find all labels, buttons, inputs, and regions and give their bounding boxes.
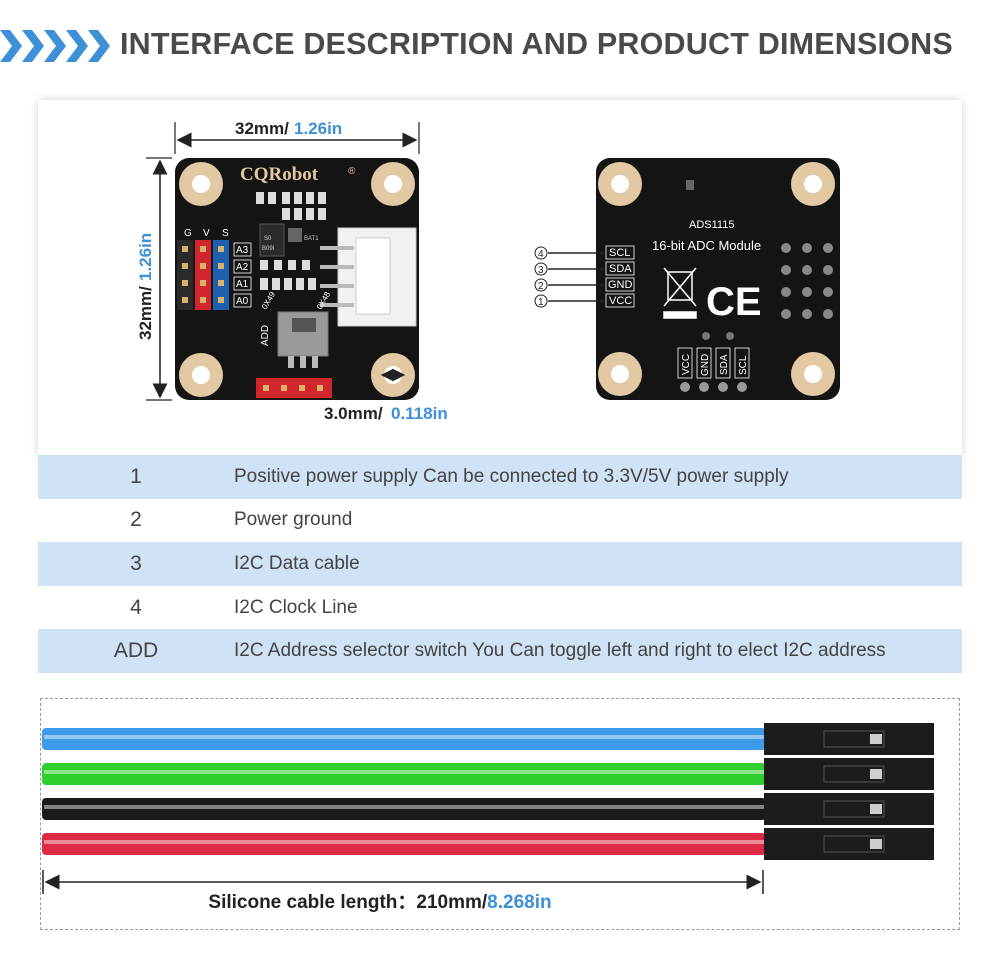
svg-text:V: V xyxy=(203,228,210,239)
cable-illustration xyxy=(42,723,934,894)
svg-text:16-bit ADC Module: 16-bit ADC Module xyxy=(652,238,761,253)
row-label: 1 xyxy=(130,464,142,488)
board-panel: CQRobot ® G V S xyxy=(38,100,962,455)
address-switch-icon xyxy=(277,311,329,368)
weee-bin-icon xyxy=(663,267,697,319)
svg-text:BAT1: BAT1 xyxy=(304,236,319,242)
svg-text:32mm/: 32mm/ xyxy=(136,286,155,340)
svg-text:S0: S0 xyxy=(264,236,272,242)
front-board: CQRobot ® G V S xyxy=(175,158,419,400)
svg-text:0.118in: 0.118in xyxy=(391,404,448,423)
row-description: I2C Data cable xyxy=(234,552,360,574)
pin-header-icon xyxy=(177,240,229,310)
cable-length-label: Silicone cable length：210mm/8.268in xyxy=(208,892,552,913)
row-description: Power ground xyxy=(234,509,353,531)
table-row: 2 Power ground xyxy=(38,498,962,543)
back-board: ADS1115 16-bit ADC Module SCL SDA GND VC… xyxy=(534,158,840,400)
cable-panel xyxy=(40,698,960,930)
svg-text:GND: GND xyxy=(700,354,711,376)
cable-wire xyxy=(42,833,766,855)
pin-description-table: 1 Positive power supply Can be connected… xyxy=(38,455,962,673)
svg-text:SCL: SCL xyxy=(738,355,749,375)
cable-wire xyxy=(42,763,766,785)
row-description: I2C Clock Line xyxy=(234,596,358,618)
svg-text:SCL: SCL xyxy=(609,247,630,259)
svg-text:2: 2 xyxy=(538,281,544,292)
row-label: 3 xyxy=(130,551,142,575)
svg-text:S: S xyxy=(222,228,229,239)
svg-text:A3: A3 xyxy=(236,245,249,256)
svg-text:1.26in: 1.26in xyxy=(136,233,155,281)
row-description: I2C Address selector switch You Can togg… xyxy=(234,640,886,662)
svg-text:ADD: ADD xyxy=(260,325,271,346)
connector-icon xyxy=(320,227,417,327)
cable-wire xyxy=(42,728,766,750)
svg-text:A0: A0 xyxy=(236,296,249,307)
dupont-connector-icon xyxy=(764,793,934,825)
board-illustration: CQRobot ® G V S xyxy=(136,119,840,423)
mounting-hole-icon xyxy=(598,162,835,396)
page-title: INTERFACE DESCRIPTION AND PRODUCT DIMENS… xyxy=(120,27,953,61)
svg-text:ADS1115: ADS1115 xyxy=(689,219,734,231)
svg-text:3.0mm/: 3.0mm/ xyxy=(324,404,383,423)
row-description: Positive power supply Can be connected t… xyxy=(234,465,789,487)
chevrons-icon xyxy=(0,30,110,62)
dupont-connector-icon xyxy=(764,723,934,755)
row-label: ADD xyxy=(113,639,159,663)
ce-mark-icon: CE xyxy=(706,280,762,324)
svg-text:®: ® xyxy=(348,166,356,177)
svg-text:1.26in: 1.26in xyxy=(294,119,342,138)
svg-text:32mm/: 32mm/ xyxy=(235,119,289,138)
dupont-connector-icon xyxy=(764,758,934,790)
svg-text:VCC: VCC xyxy=(609,295,632,307)
table-row: ADD I2C Address selector switch You Can … xyxy=(38,629,962,673)
row-label: 2 xyxy=(130,508,142,532)
dupont-connector-icon xyxy=(764,828,934,860)
svg-text:1: 1 xyxy=(538,297,544,308)
svg-text:SDA: SDA xyxy=(609,263,632,275)
cable-wire xyxy=(42,798,766,820)
svg-text:A2: A2 xyxy=(236,262,249,273)
svg-text:A1: A1 xyxy=(236,279,249,290)
table-row: 1 Positive power supply Can be connected… xyxy=(38,455,962,499)
row-label: 4 xyxy=(130,595,142,619)
svg-text:4: 4 xyxy=(538,249,544,260)
table-row: 4 I2C Clock Line xyxy=(38,585,962,630)
svg-text:GND: GND xyxy=(608,279,633,291)
brand-text: CQRobot xyxy=(240,164,319,185)
svg-text:B09I: B09I xyxy=(262,246,275,252)
table-row: 3 I2C Data cable xyxy=(38,542,962,586)
header: INTERFACE DESCRIPTION AND PRODUCT DIMENS… xyxy=(0,0,1000,95)
svg-text:G: G xyxy=(184,228,192,239)
svg-text:3: 3 xyxy=(538,265,544,276)
svg-text:SDA: SDA xyxy=(719,354,730,375)
svg-text:VCC: VCC xyxy=(681,354,692,375)
